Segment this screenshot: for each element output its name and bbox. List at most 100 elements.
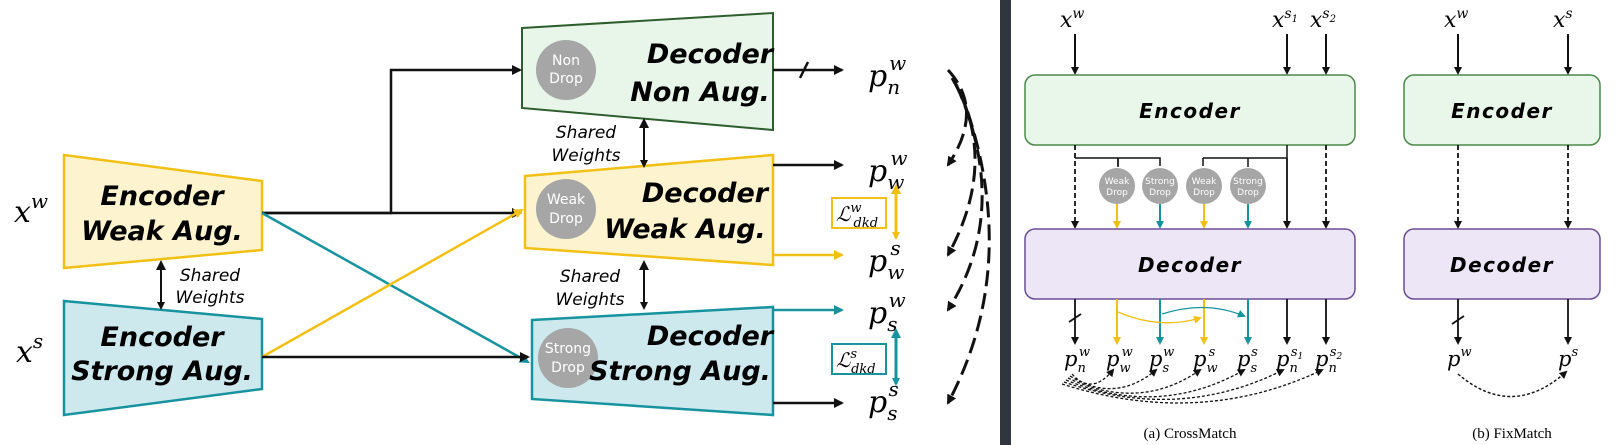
- cm-input-xs1: xs1: [1272, 6, 1298, 33]
- out-psw: psw: [868, 288, 906, 336]
- decoder-non-line2: Non Aug.: [630, 77, 769, 108]
- encoder-shared-line2: Weights: [175, 288, 244, 308]
- cm-encoder-label: Encoder: [1139, 99, 1241, 123]
- cm-input-xs2: xs2: [1310, 6, 1336, 33]
- cm-input-xw: xw: [1060, 6, 1084, 33]
- cm-arc-5: [1063, 369, 1285, 401]
- drop-weak-line2: Drop: [549, 211, 583, 227]
- cm-caption: (a) CrossMatch: [1144, 426, 1237, 442]
- fm-out-pw: pw: [1447, 345, 1472, 371]
- fm-decoder-label: Decoder: [1450, 253, 1554, 277]
- cm-drop-1-l2: Drop: [1106, 188, 1128, 198]
- cm-arc-4: [1065, 369, 1246, 398]
- left-diagram: xw xs Encoder Weak Aug. Encoder Strong A…: [14, 11, 991, 425]
- decoder-non-box: [521, 11, 774, 132]
- drop-strong-line2: Drop: [551, 360, 585, 376]
- encoder-weak-box: [62, 153, 264, 270]
- encoder-shared-line1: Shared: [180, 266, 240, 286]
- cm-drop-3-l2: Drop: [1193, 188, 1215, 198]
- cm-arc-6: [1061, 368, 1324, 404]
- drop-strong-line1: Strong: [545, 341, 591, 357]
- cm-out-7: pns2: [1315, 345, 1343, 376]
- arrow-encs-to-decweak: [261, 208, 524, 359]
- cm-bracket-1: [1075, 157, 1161, 166]
- cm-drop-2-l2: Drop: [1149, 188, 1171, 198]
- decoder-weak-line2: Weak Aug.: [604, 214, 766, 245]
- decoder-non-line1: Decoder: [647, 39, 775, 70]
- out-pws: pws: [868, 236, 904, 284]
- cm-cross-arc-yellow: [1117, 311, 1202, 324]
- decoder-shared1-line1: Shared: [556, 123, 616, 143]
- decoder-weak-line1: Decoder: [642, 178, 770, 209]
- cm-out-2: pww: [1106, 345, 1133, 376]
- input-xw: xw: [14, 189, 48, 230]
- decoder-shared2-line2: Weights: [555, 290, 624, 310]
- out-pss: pss: [868, 377, 899, 425]
- drop-non-line2: Drop: [549, 71, 583, 87]
- drop-non-circle: [536, 40, 596, 100]
- encoder-strong-box: [62, 299, 264, 417]
- cm-drop-3: [1186, 168, 1222, 204]
- dashed-supervision-arcs: [946, 68, 991, 405]
- cm-drop-4-l1: Strong: [1233, 177, 1263, 187]
- out-pnw: pnw: [868, 51, 906, 99]
- drop-non-line1: Non: [552, 53, 580, 69]
- drop-strong-circle: [538, 328, 598, 388]
- fm-encoder-label: Encoder: [1451, 99, 1553, 123]
- fm-caption: (b) FixMatch: [1472, 426, 1552, 442]
- arrow-encw-to-decnon: [262, 65, 522, 215]
- cm-decoder-box: [1024, 228, 1356, 300]
- loss-w-box: [831, 197, 887, 229]
- cm-drop-2-l1: Strong: [1145, 177, 1175, 187]
- cm-drop-4: [1230, 168, 1266, 204]
- decoder-shared2-line1: Shared: [560, 267, 620, 287]
- cm-encoder-box: [1024, 74, 1356, 146]
- encoder-weak-line1: Encoder: [100, 181, 225, 212]
- cm-drop-1-l1: Weak: [1105, 177, 1130, 187]
- fm-encoder-box: [1403, 74, 1601, 146]
- cm-dotted-arcs: [1061, 368, 1324, 404]
- encoder-weak-line2: Weak Aug.: [81, 216, 243, 247]
- arc-to-pss: [946, 89, 991, 405]
- cm-out-6: pns1: [1276, 345, 1303, 376]
- drop-weak-circle: [536, 179, 596, 239]
- fm-input-xw: xw: [1444, 6, 1468, 33]
- loss-s-box: [831, 343, 887, 375]
- input-xs: xs: [16, 329, 43, 370]
- cm-stop-grad: [1068, 313, 1082, 323]
- cm-out-5: pss: [1237, 345, 1258, 376]
- cm-drop-3-l1: Weak: [1192, 177, 1217, 187]
- decoder-shared1-line2: Weights: [551, 146, 620, 166]
- crossmatch-panel: xw xs1 xs2 Encoder Weak Drop Strong Drop…: [1024, 6, 1356, 442]
- cm-out-4: pws: [1193, 345, 1218, 376]
- panel-divider: [1000, 0, 1011, 445]
- arrow-encw-to-decstrong: [261, 211, 530, 364]
- cm-arc-3: [1067, 368, 1202, 394]
- out-pww: pww: [868, 146, 907, 194]
- cm-out-3: psw: [1149, 345, 1174, 376]
- cm-drop-1: [1099, 168, 1135, 204]
- cm-drop-4-l2: Drop: [1237, 188, 1259, 198]
- fm-stop-grad: [1451, 315, 1465, 325]
- fixmatch-panel: xw xs Encoder Decoder pw ps (b) FixMatch: [1403, 6, 1601, 442]
- fm-dotted-arc: [1457, 370, 1568, 398]
- drop-weak-line1: Weak: [547, 192, 586, 208]
- cm-cross-arc-teal: [1161, 306, 1246, 318]
- cm-drop-2: [1142, 168, 1178, 204]
- cm-decoder-label: Decoder: [1138, 253, 1242, 277]
- fm-input-xs: xs: [1553, 6, 1573, 33]
- encoder-strong-line1: Encoder: [100, 322, 225, 353]
- decoder-strong-box: [530, 305, 775, 417]
- decoder-weak-box: [523, 153, 775, 267]
- encoder-strong-line2: Strong Aug.: [71, 356, 253, 387]
- cm-out-1: pnw: [1064, 345, 1090, 376]
- stop-grad-mark: [798, 61, 810, 79]
- arc-to-pws: [946, 77, 977, 257]
- fm-decoder-box: [1403, 228, 1601, 300]
- cm-arc-2: [1069, 368, 1158, 390]
- fm-out-ps: ps: [1558, 345, 1578, 371]
- decoder-strong-line1: Decoder: [647, 321, 775, 352]
